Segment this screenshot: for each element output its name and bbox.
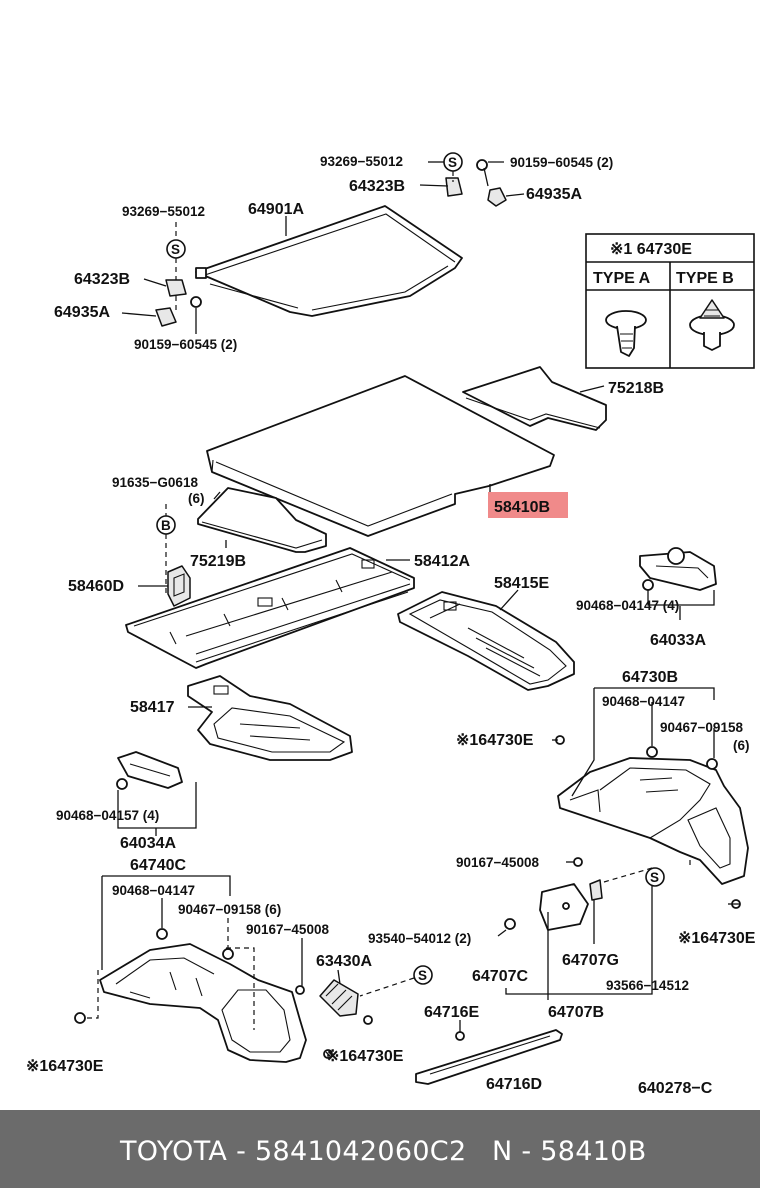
svg-text:S: S bbox=[448, 155, 457, 170]
clip-type-b-icon bbox=[689, 299, 735, 351]
tonneau-cover-64901a bbox=[195, 205, 463, 317]
label-64323b-left: 64323B bbox=[74, 271, 130, 288]
svg-text:S: S bbox=[650, 870, 659, 885]
type-table: ※1 64730E TYPE A TYPE B bbox=[585, 233, 755, 369]
tray-58417 bbox=[187, 675, 353, 761]
label-90468-64740c: 90468−04147 bbox=[112, 883, 195, 898]
clip-type-a-icon bbox=[605, 310, 647, 357]
fastener-64935a-top bbox=[476, 159, 507, 207]
label-64716e: 64716E bbox=[424, 1004, 479, 1021]
bracket-64034a bbox=[116, 751, 183, 790]
circle-s-grille: S bbox=[413, 965, 433, 985]
bracket-58460d bbox=[167, 565, 191, 607]
label-90467-left: 90467−09158 (6) bbox=[178, 902, 281, 917]
label-90167-left: 90167−45008 bbox=[246, 922, 329, 937]
label-75219b: 75219B bbox=[190, 553, 246, 570]
label-164730e-bl: ※164730E bbox=[26, 1058, 104, 1075]
footer-bar: TOYOTA - 5841042060C2 N - 58410B bbox=[0, 1110, 760, 1188]
label-90467-right: 90467−09158 bbox=[660, 720, 743, 735]
label-90159-left: 90159−60545 (2) bbox=[134, 337, 237, 352]
label-64034a: 64034A bbox=[120, 835, 176, 852]
label-93566: 93566−14512 bbox=[606, 978, 689, 993]
cover-64707c bbox=[539, 883, 589, 931]
label-164730e-mid: ※164730E bbox=[456, 732, 534, 749]
svg-text:B: B bbox=[161, 518, 171, 533]
floor-mat-58410b bbox=[206, 375, 555, 537]
label-640278c: 640278−C bbox=[638, 1080, 713, 1097]
label-58412a: 58412A bbox=[414, 553, 470, 570]
label-64716d: 64716D bbox=[486, 1076, 542, 1093]
label-64707g: 64707G bbox=[562, 952, 619, 969]
fastener-64323b-left bbox=[165, 279, 187, 297]
label-64935a-top: 64935A bbox=[526, 186, 582, 203]
label-90467-right-qty: (6) bbox=[733, 738, 750, 753]
tray-58415e bbox=[397, 591, 575, 691]
label-64901a: 64901A bbox=[248, 201, 304, 218]
label-58410b: 58410B bbox=[494, 499, 550, 516]
grille-63430a bbox=[319, 979, 373, 1025]
label-64935a-left: 64935A bbox=[54, 304, 110, 321]
type-table-title: ※1 64730E bbox=[610, 241, 692, 258]
panel-75218b bbox=[462, 366, 607, 431]
circle-s-top: S bbox=[443, 152, 463, 172]
label-90468-right: 90468−04147 (4) bbox=[576, 598, 679, 613]
label-93540: 93540−54012 (2) bbox=[368, 931, 471, 946]
label-90468-64730b: 90468−04147 bbox=[602, 694, 685, 709]
label-90468-left: 90468−04157 (4) bbox=[56, 808, 159, 823]
side-trim-64730b bbox=[555, 735, 749, 909]
circle-s-right: S bbox=[645, 867, 665, 887]
circle-b: B bbox=[156, 515, 176, 535]
fastener-64323b-top bbox=[445, 177, 463, 197]
label-64740c: 64740C bbox=[130, 857, 186, 874]
bracket-64033a bbox=[639, 547, 717, 591]
label-164730e-bc: ※164730E bbox=[326, 1048, 404, 1065]
highlight-58410b bbox=[488, 492, 568, 518]
svg-text:S: S bbox=[171, 242, 180, 257]
label-58460d: 58460D bbox=[68, 578, 124, 595]
diagram-canvas: ※1 64730E TYPE A TYPE B bbox=[26, 152, 756, 1097]
svg-text:S: S bbox=[418, 968, 427, 983]
label-64730b: 64730B bbox=[622, 669, 678, 686]
label-64707b: 64707B bbox=[548, 1004, 604, 1021]
label-63430a: 63430A bbox=[316, 953, 372, 970]
label-90159-top: 90159−60545 (2) bbox=[510, 155, 613, 170]
type-b-label: TYPE B bbox=[676, 270, 734, 287]
label-93269-left: 93269−55012 bbox=[122, 204, 205, 219]
label-90167-right: 90167−45008 bbox=[456, 855, 539, 870]
parts-diagram: ※1 64730E TYPE A TYPE B bbox=[26, 152, 756, 1097]
sill-plate-64716d bbox=[415, 1029, 563, 1085]
fastener-64707c bbox=[504, 918, 516, 930]
label-64323b-top: 64323B bbox=[349, 178, 405, 195]
circle-s-left: S bbox=[166, 239, 186, 259]
type-a-label: TYPE A bbox=[593, 270, 651, 287]
footer-reference: N - 58410B bbox=[492, 1136, 647, 1167]
side-trim-64740c bbox=[74, 928, 333, 1063]
label-58417: 58417 bbox=[130, 699, 175, 716]
footer-part-number: TOYOTA - 5841042060C2 bbox=[120, 1136, 467, 1167]
leader-lines bbox=[86, 161, 740, 1057]
fastener-64935a-left bbox=[155, 296, 202, 327]
label-93269-top: 93269−55012 bbox=[320, 154, 403, 169]
deck-board-58412a bbox=[125, 547, 415, 669]
label-91635-qty: (6) bbox=[188, 491, 205, 506]
label-64033a: 64033A bbox=[650, 632, 706, 649]
label-164730e-right: ※164730E bbox=[678, 930, 756, 947]
panel-75219b bbox=[197, 487, 327, 553]
label-58415e: 58415E bbox=[494, 575, 549, 592]
label-91635: 91635−G0618 bbox=[112, 475, 198, 490]
clip-64707g bbox=[589, 879, 603, 901]
label-64707c: 64707C bbox=[472, 968, 528, 985]
label-75218b: 75218B bbox=[608, 380, 664, 397]
